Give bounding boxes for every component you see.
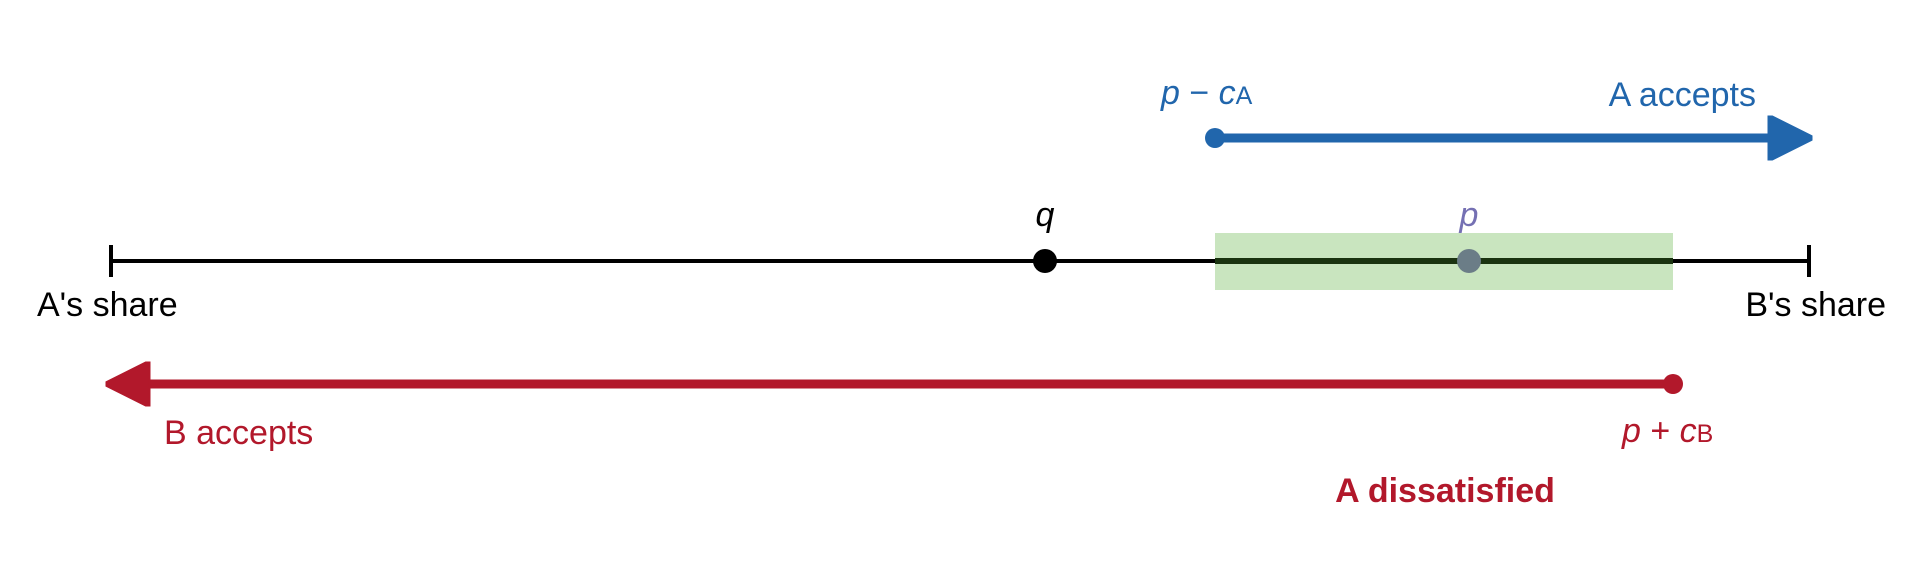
p-label: p [1459, 196, 1479, 234]
q-point [1033, 249, 1057, 273]
p-point [1457, 249, 1481, 273]
q-label: q [1036, 196, 1055, 234]
a-dissatisfied-label: A dissatisfied [1335, 472, 1555, 510]
b-accepts-label: B accepts [164, 414, 313, 452]
p-plus-cB-point [1663, 374, 1683, 394]
a-share-label: A's share [37, 286, 178, 324]
a-accepts-label: A accepts [1609, 76, 1756, 114]
b-share-label: B's share [1745, 286, 1886, 324]
p-plus-cB-label: p + cB [1621, 412, 1713, 450]
axis-overlap [1215, 258, 1673, 264]
p-minus-cA-point [1205, 128, 1225, 148]
p-minus-cA-label: p − cA [1160, 74, 1253, 112]
